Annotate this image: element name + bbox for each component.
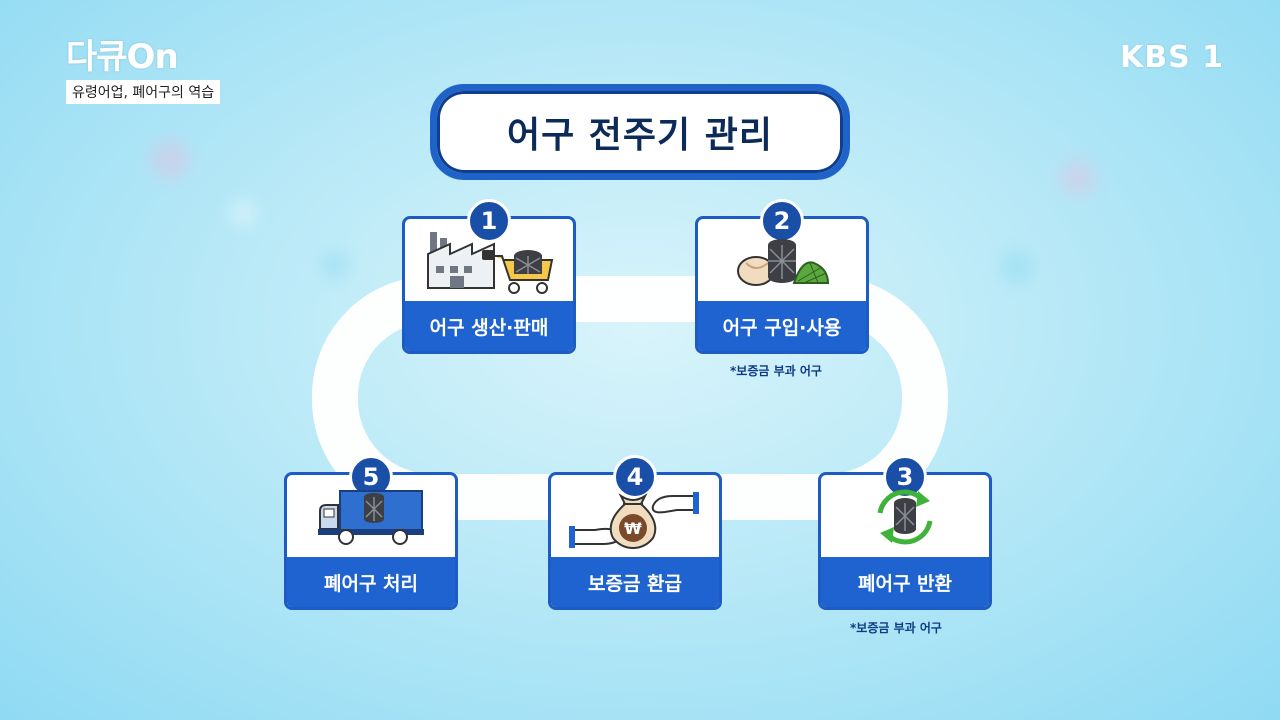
recycle-gear-icon bbox=[821, 475, 989, 559]
deposit-note-step-3: *보증금 부과 어구 bbox=[850, 621, 942, 635]
step-card-1: 1 어구 생산·판매 bbox=[402, 199, 576, 354]
step-label: 어구 생산·판매 bbox=[405, 301, 573, 351]
program-logo-word: 다큐On bbox=[66, 37, 179, 77]
step-label: 폐어구 반환 bbox=[821, 557, 989, 607]
step-card-3: 3 폐어구 반환 bbox=[818, 455, 992, 610]
deposit-note-step-2: *보증금 부과 어구 bbox=[730, 364, 822, 378]
diagram-title-box: 어구 전주기 관리 bbox=[430, 84, 850, 180]
step-card-2: 2 어구 구입·사용 bbox=[695, 199, 869, 354]
diagram-title: 어구 전주기 관리 bbox=[507, 115, 773, 156]
step-number-badge: 3 bbox=[883, 455, 927, 499]
bokeh-light bbox=[1000, 250, 1034, 284]
money-bag-icon: ₩ bbox=[551, 475, 719, 559]
step-number-badge: 4 bbox=[613, 455, 657, 499]
program-logo: 다큐On 유령어업, 폐어구의 역습 bbox=[66, 37, 221, 104]
step-label: 어구 구입·사용 bbox=[698, 301, 866, 351]
broadcaster-logo: KBS 1 bbox=[1119, 40, 1224, 75]
factory-cart-icon bbox=[405, 219, 573, 303]
bokeh-light bbox=[320, 250, 350, 280]
fishing-gear-icon bbox=[698, 219, 866, 303]
step-number-badge: 2 bbox=[760, 199, 804, 243]
bokeh-light bbox=[230, 200, 256, 226]
step-card-4: 4 ₩ 보증금 환급 bbox=[548, 455, 722, 610]
step-card-5: 5 폐어구 처리 bbox=[284, 455, 458, 610]
won-symbol: ₩ bbox=[624, 519, 642, 538]
bokeh-light bbox=[150, 140, 190, 180]
bokeh-light bbox=[1060, 160, 1096, 196]
truck-icon bbox=[287, 475, 455, 559]
step-number-badge: 1 bbox=[467, 199, 511, 243]
step-label: 보증금 환급 bbox=[551, 557, 719, 607]
step-label: 폐어구 처리 bbox=[287, 557, 455, 607]
episode-subtitle: 유령어업, 폐어구의 역습 bbox=[66, 80, 221, 104]
